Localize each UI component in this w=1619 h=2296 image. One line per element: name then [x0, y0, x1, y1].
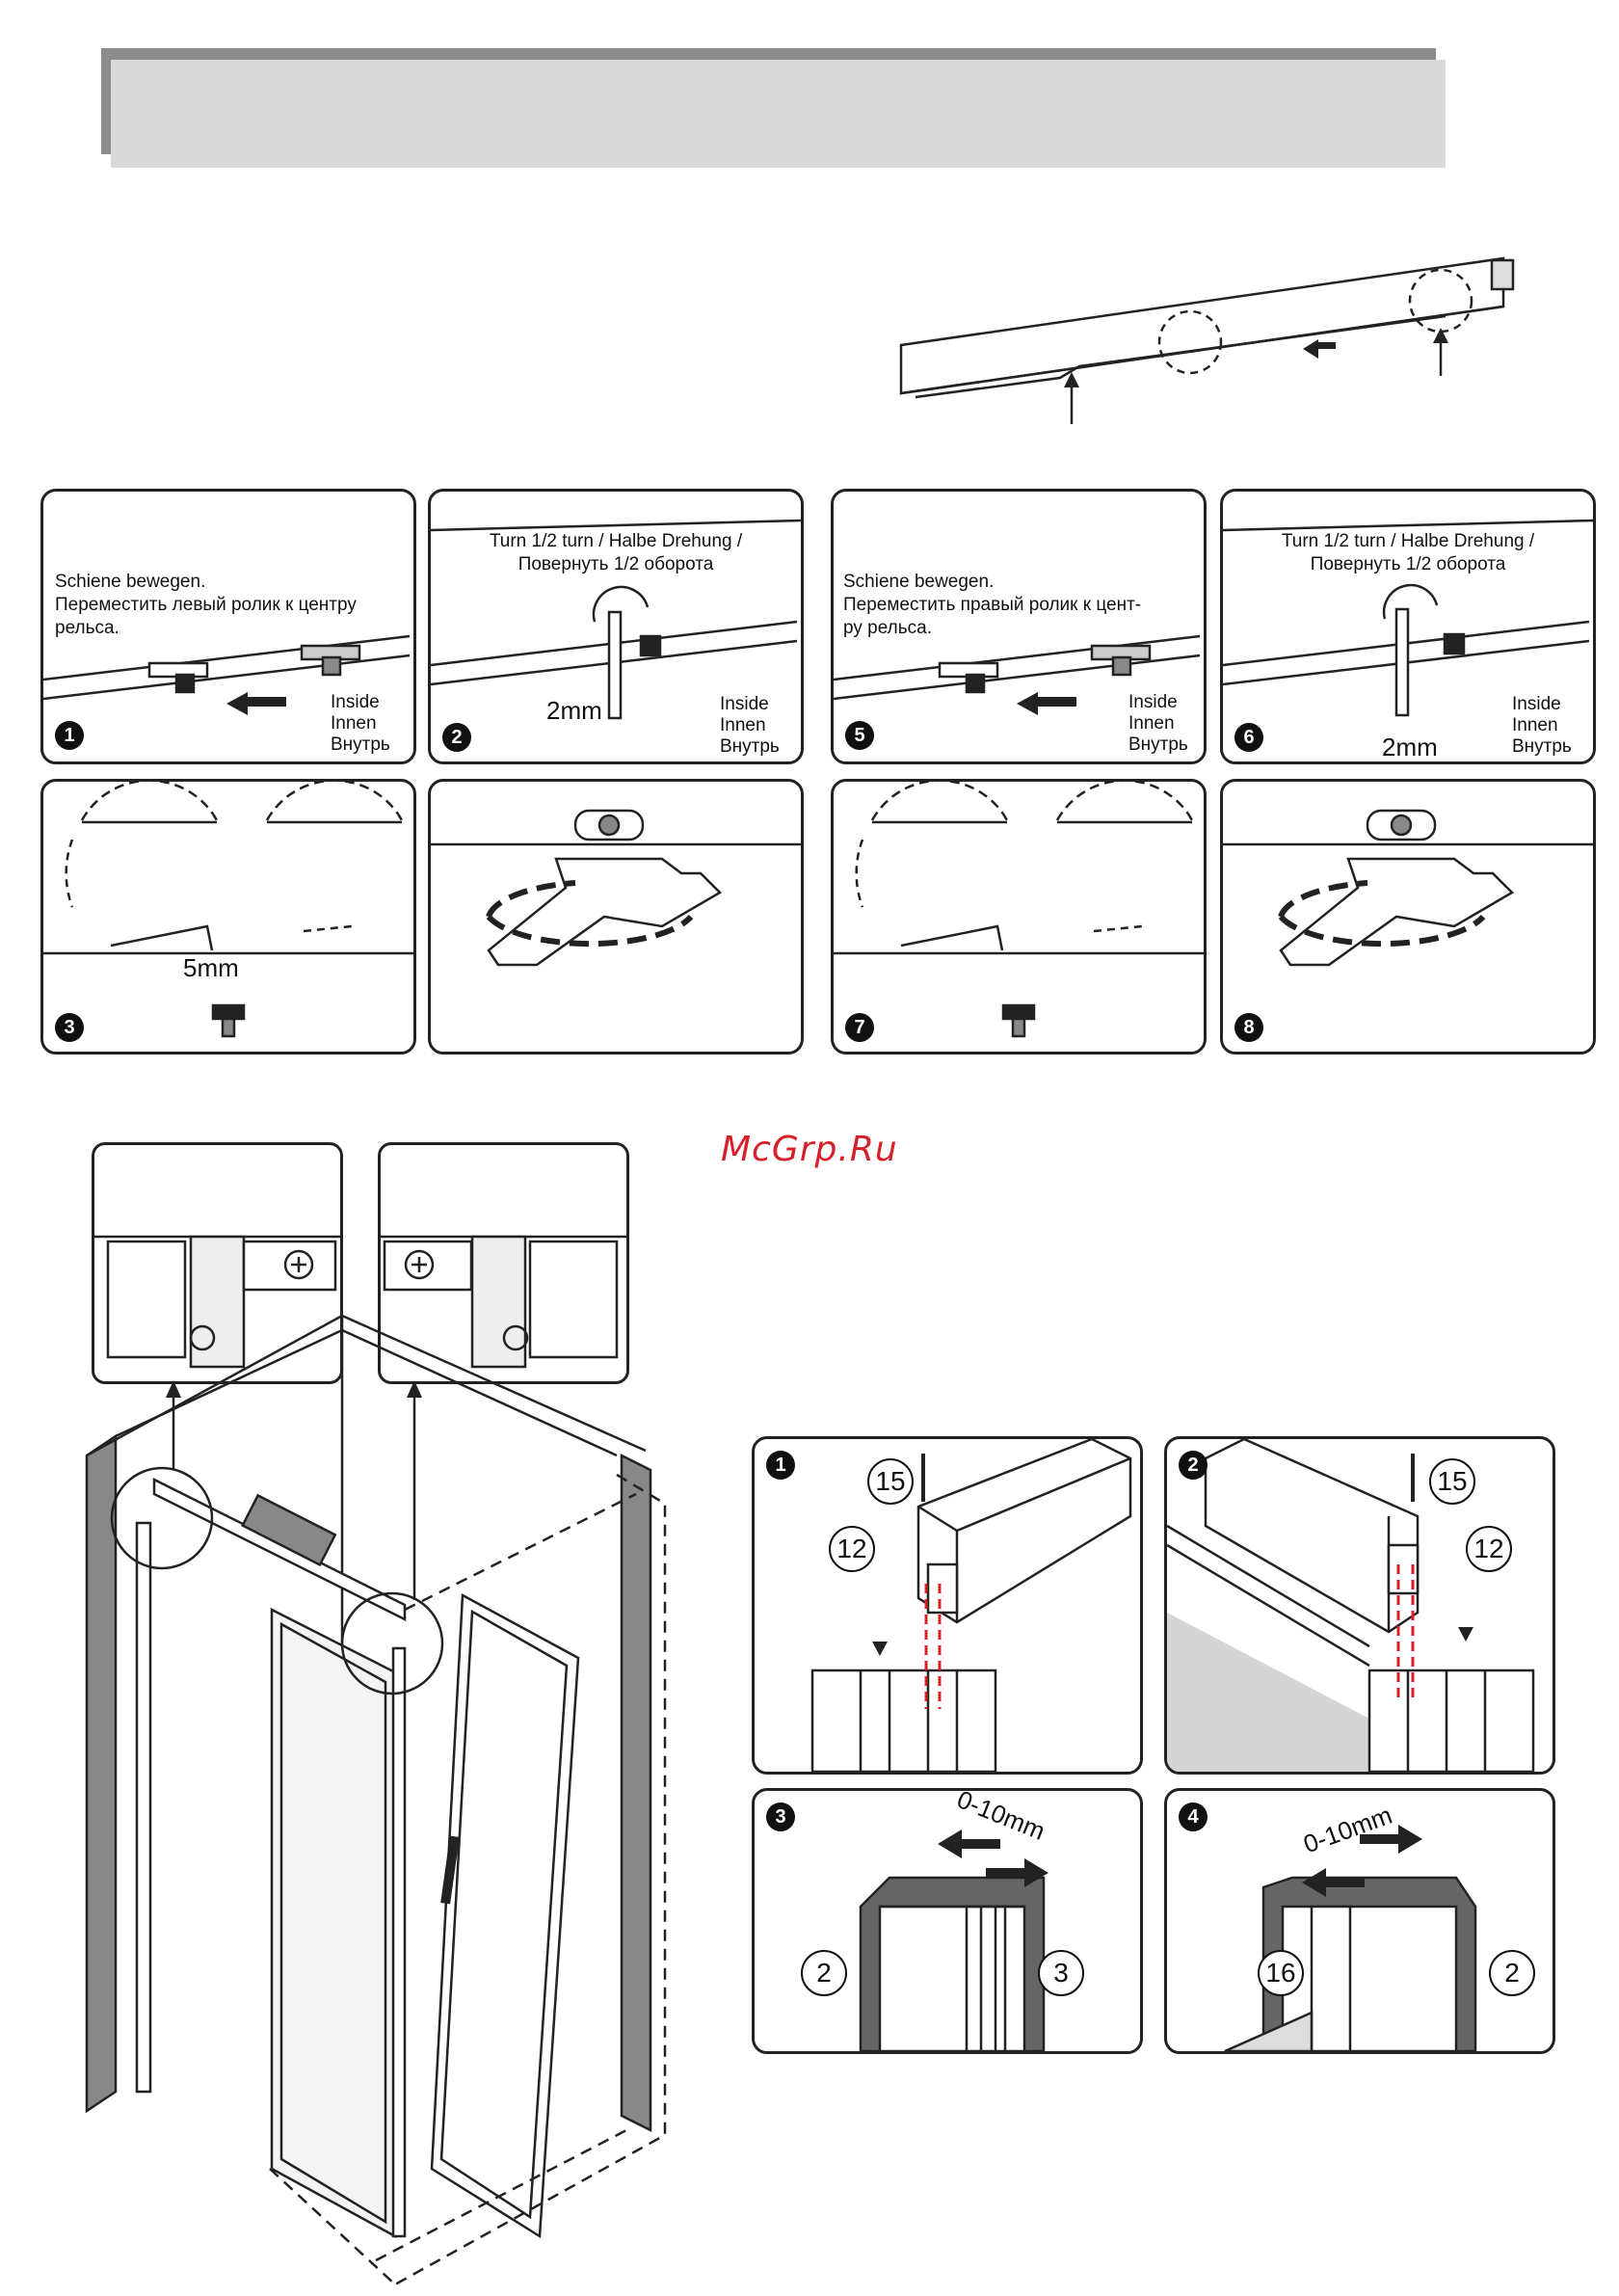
- instruction-line: Переместить левый ролик к центру: [55, 595, 357, 615]
- part-label: 3: [1038, 1950, 1084, 1996]
- step-panel-8: 8: [1220, 779, 1596, 1055]
- size-label: 5mm: [183, 953, 239, 982]
- adjust-drawing: [43, 782, 413, 1038]
- step-panel-b3: 0-10mm 2 3 3: [752, 1788, 1143, 2054]
- arrow-icon: [938, 1829, 962, 1858]
- part-label: 12: [829, 1526, 875, 1572]
- part-label: 12: [1466, 1526, 1512, 1572]
- inside-label: Innen: [720, 715, 766, 735]
- step-panel-5: Schiene bewegen. Переместить правый роли…: [831, 489, 1207, 764]
- header-bar: [111, 60, 1446, 168]
- step-panel-3: 5mm 3: [40, 779, 416, 1055]
- part-label: 16: [1258, 1950, 1304, 1996]
- inside-label: Innen: [331, 713, 377, 734]
- instruction-line: ру рельса.: [843, 618, 932, 638]
- rotate-arrow-icon: [486, 914, 694, 948]
- part-label: 2: [1489, 1950, 1535, 1996]
- hex-key-icon: [900, 924, 1004, 951]
- size-label: 2mm: [1382, 733, 1438, 761]
- part-label: 15: [867, 1458, 914, 1505]
- inside-label: Innen: [1128, 713, 1175, 734]
- instruction-line: Turn 1/2 turn / Halbe Drehung /: [1281, 531, 1535, 551]
- inside-label: Inside: [1512, 694, 1561, 714]
- instruction-line: Переместить правый ролик к цент-: [843, 595, 1142, 615]
- rail-drawing: [834, 634, 1201, 715]
- instruction-line: рельса.: [55, 618, 119, 638]
- inside-label: Inside: [720, 694, 769, 714]
- screw-icon: [189, 1324, 216, 1351]
- inside-label: Innen: [1512, 715, 1558, 735]
- step-badge: 3: [55, 1013, 84, 1042]
- hex-key-icon: [607, 610, 623, 720]
- step-panel-2: Turn 1/2 turn / Halbe Drehung / Повернут…: [428, 489, 804, 764]
- step-panel-7: 7: [831, 779, 1207, 1055]
- size-label: 2mm: [546, 696, 602, 725]
- step-panel-4: [428, 779, 804, 1055]
- step-panel-b2: 15 12 2: [1164, 1436, 1555, 1775]
- instruction-line: Schiene bewegen.: [55, 572, 206, 592]
- step-badge: 8: [1234, 1013, 1263, 1042]
- inside-label: Inside: [1128, 692, 1178, 712]
- step-panel-b4: 0-10mm 16 2 4: [1164, 1788, 1555, 2054]
- arrow-icon: [1024, 1858, 1048, 1887]
- step-badge: 4: [1179, 1802, 1208, 1831]
- detail-left: [92, 1142, 343, 1384]
- hex-key-icon: [1394, 607, 1410, 717]
- arrow-icon: [1064, 372, 1079, 387]
- instruction-line: Turn 1/2 turn / Halbe Drehung /: [489, 531, 743, 551]
- inside-label: Внутрь: [1512, 736, 1572, 757]
- step-panel-1: Schiene bewegen. Переместить левый ролик…: [40, 489, 416, 764]
- instruction-line: Повернуть 1/2 оборота: [1310, 554, 1506, 574]
- detail-right: [378, 1142, 629, 1384]
- arrow-icon: [407, 1380, 422, 1398]
- step-badge: 2: [1179, 1451, 1208, 1480]
- arrow-icon: [1458, 1627, 1473, 1642]
- arrow-icon: [1302, 1868, 1326, 1897]
- arrow-icon: [1433, 328, 1448, 343]
- instruction-line: Schiene bewegen.: [843, 572, 995, 592]
- inside-label: Внутрь: [331, 734, 390, 755]
- arrow-icon: [1398, 1825, 1422, 1854]
- step-badge: 2: [442, 723, 471, 752]
- adjust-drawing: [834, 782, 1204, 1038]
- part-label: 2: [801, 1950, 847, 1996]
- inside-label: Внутрь: [1128, 734, 1188, 755]
- hex-key-drawing: [431, 519, 801, 720]
- wrench-drawing: [431, 809, 801, 967]
- step-badge: 1: [55, 721, 84, 750]
- step-badge: 1: [766, 1451, 795, 1480]
- hex-key-drawing: [1223, 519, 1593, 717]
- wrench-drawing: [1223, 809, 1593, 967]
- step-badge: 6: [1234, 723, 1263, 752]
- rail-drawing: [43, 634, 411, 715]
- hex-key-icon: [110, 924, 214, 951]
- watermark: McGrp.Ru: [721, 1130, 898, 1169]
- arrow-icon: [226, 692, 248, 715]
- arrow-icon: [1017, 692, 1038, 715]
- step-badge: 3: [766, 1802, 795, 1831]
- screw-icon: [404, 1249, 435, 1280]
- step-panel-6: Turn 1/2 turn / Halbe Drehung / Повернут…: [1220, 489, 1596, 764]
- arrow-icon: [872, 1642, 888, 1656]
- part-label: 15: [1429, 1458, 1475, 1505]
- step-panel-b1: 15 12 1: [752, 1436, 1143, 1775]
- inside-label: Inside: [331, 692, 380, 712]
- arrow-icon: [166, 1380, 181, 1398]
- rotate-arrow-icon: [1278, 914, 1486, 948]
- instruction-line: Повернуть 1/2 оборота: [518, 554, 714, 574]
- step-badge: 7: [845, 1013, 874, 1042]
- screw-icon: [283, 1249, 314, 1280]
- step-badge: 5: [845, 721, 874, 750]
- screw-icon: [502, 1324, 529, 1351]
- inside-label: Внутрь: [720, 736, 780, 757]
